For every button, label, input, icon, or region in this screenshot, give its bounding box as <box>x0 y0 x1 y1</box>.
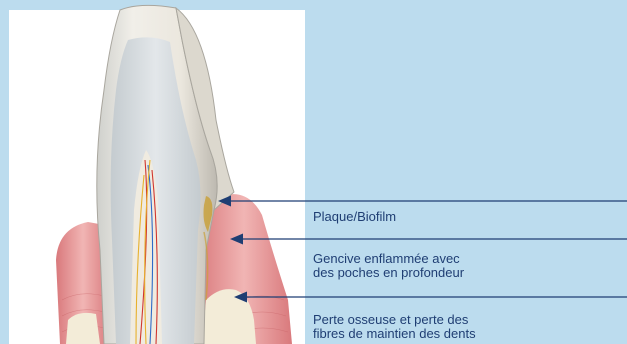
alveolar-bone-left <box>66 313 100 344</box>
label-perte-line2: fibres de maintien des dents <box>313 327 476 341</box>
label-gencive-line2: des poches en profondeur <box>313 266 464 280</box>
label-plaque-biofilm: Plaque/Biofilm <box>313 210 396 224</box>
label-perte-line1: Perte osseuse et perte des <box>313 313 468 327</box>
label-gencive-line1: Gencive enflammée avec <box>313 252 460 266</box>
